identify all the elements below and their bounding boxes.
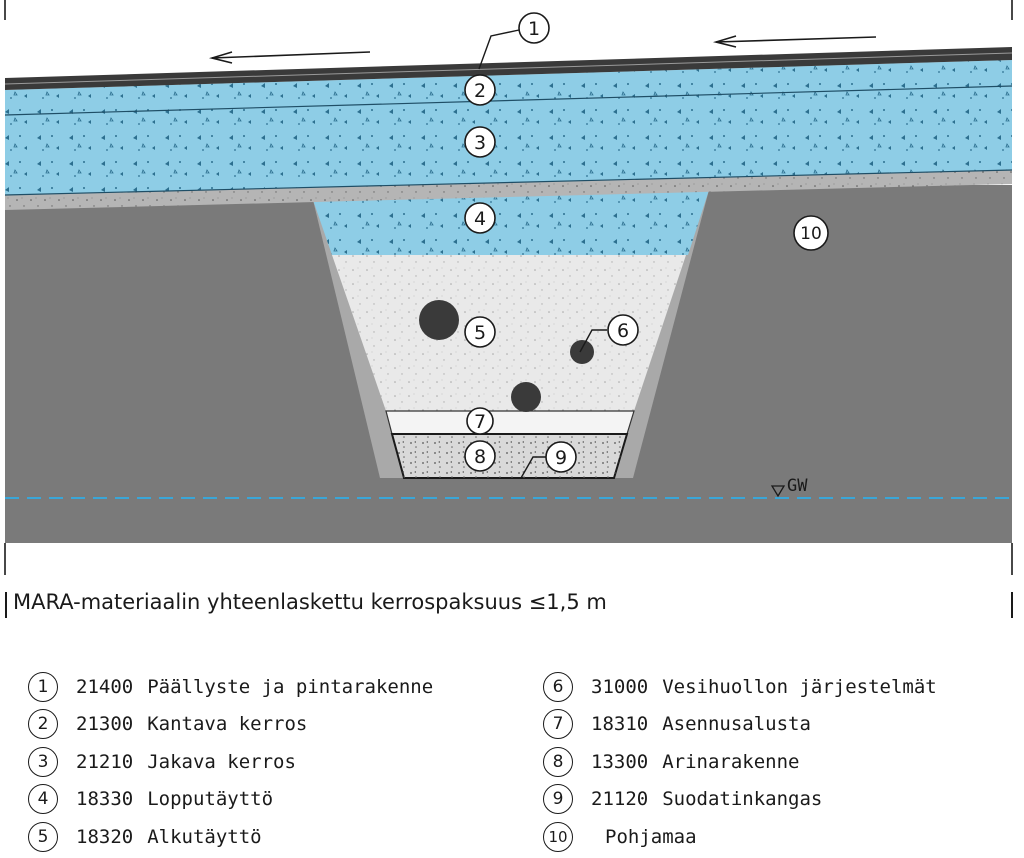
pipe-large bbox=[419, 300, 459, 340]
legend-code: 13300 bbox=[591, 750, 649, 773]
legend-number: 7 bbox=[543, 709, 573, 740]
svg-text:9: 9 bbox=[555, 447, 567, 469]
legend-item: 8 13300 Arinarakenne bbox=[543, 743, 1013, 781]
legend-item: 6 31000 Vesihuollon järjestelmät bbox=[543, 668, 1013, 706]
legend-label: Arinarakenne bbox=[662, 750, 800, 773]
callout-3: 3 bbox=[464, 126, 496, 158]
legend-item: 4 18330 Lopputäyttö bbox=[28, 781, 498, 819]
legend-label: Päällyste ja pintarakenne bbox=[147, 675, 434, 698]
legend-code: 21400 bbox=[76, 675, 134, 698]
pipe-medium bbox=[511, 382, 541, 412]
caption-right-tick bbox=[1011, 592, 1013, 618]
legend-number: 6 bbox=[543, 671, 573, 702]
legend-left-column: 1 21400 Päällyste ja pintarakenne 2 2130… bbox=[28, 668, 498, 856]
svg-text:8: 8 bbox=[474, 446, 486, 468]
svg-text:1: 1 bbox=[528, 18, 540, 40]
legend-item: 9 21120 Suodatinkangas bbox=[543, 781, 1013, 819]
legend-item: 7 18310 Asennusalusta bbox=[543, 706, 1013, 744]
caption-text: MARA-materiaalin yhteenlaskettu kerrospa… bbox=[13, 590, 607, 614]
svg-text:7: 7 bbox=[474, 411, 486, 433]
left-arrow-icon bbox=[712, 35, 877, 48]
legend-label: Vesihuollon järjestelmät bbox=[662, 675, 937, 698]
legend-number: 9 bbox=[543, 784, 573, 815]
legend-item: 3 21210 Jakava kerros bbox=[28, 743, 498, 781]
legend-right-column: 6 31000 Vesihuollon järjestelmät 7 18310… bbox=[543, 668, 1013, 856]
callout-1: 1 bbox=[518, 12, 550, 44]
legend-number: 4 bbox=[28, 784, 58, 815]
svg-text:6: 6 bbox=[617, 320, 629, 342]
legend-label: Alkutäyttö bbox=[147, 825, 262, 848]
left-arrow-icon bbox=[208, 51, 371, 64]
svg-text:4: 4 bbox=[474, 208, 486, 230]
road-cross-section-diagram: GW 1 2 3 4 5 6 7 8 9 10 bbox=[4, 0, 1013, 575]
legend-item: 5 18320 Alkutäyttö bbox=[28, 818, 498, 856]
legend-label: Kantava kerros bbox=[147, 713, 308, 736]
groundwater-label: GW bbox=[787, 476, 808, 496]
svg-text:10: 10 bbox=[800, 224, 822, 244]
legend-code: 18310 bbox=[591, 713, 649, 736]
legend-code: 21120 bbox=[591, 788, 649, 811]
callout-4: 4 bbox=[464, 202, 496, 234]
callout-9: 9 bbox=[545, 441, 577, 473]
legend-item: 10 Pohjamaa bbox=[543, 818, 1013, 856]
svg-text:5: 5 bbox=[474, 322, 486, 344]
callout-5: 5 bbox=[464, 316, 496, 348]
callout-10: 10 bbox=[793, 215, 829, 251]
legend-label: Jakava kerros bbox=[147, 750, 296, 773]
legend-item: 2 21300 Kantava kerros bbox=[28, 706, 498, 744]
legend-number: 10 bbox=[543, 821, 573, 852]
legend-label: Asennusalusta bbox=[662, 713, 811, 736]
legend-number: 8 bbox=[543, 746, 573, 777]
legend-number: 5 bbox=[28, 821, 58, 852]
legend-code: 18330 bbox=[76, 788, 134, 811]
callout-2: 2 bbox=[464, 74, 496, 106]
legend-code: 18320 bbox=[76, 825, 134, 848]
legend-number: 1 bbox=[28, 671, 58, 702]
legend-number: 2 bbox=[28, 709, 58, 740]
legend-code: 21210 bbox=[76, 750, 134, 773]
legend-code: 31000 bbox=[591, 675, 649, 698]
groundwater-triangle-icon bbox=[770, 485, 786, 498]
legend-label: Lopputäyttö bbox=[147, 788, 274, 811]
pipe-small bbox=[570, 340, 594, 364]
installation-bed-layer bbox=[385, 410, 635, 435]
callout-7: 7 bbox=[466, 407, 494, 435]
legend-code: 21300 bbox=[76, 713, 134, 736]
legend-item: 1 21400 Päällyste ja pintarakenne bbox=[28, 668, 498, 706]
callout-6: 6 bbox=[607, 314, 639, 346]
legend-number: 3 bbox=[28, 746, 58, 777]
legend-label: Pohjamaa bbox=[605, 825, 697, 848]
legend-label: Suodatinkangas bbox=[662, 788, 823, 811]
caption-left-tick bbox=[5, 592, 7, 618]
svg-text:3: 3 bbox=[474, 132, 486, 154]
svg-text:2: 2 bbox=[474, 80, 486, 102]
callout-8: 8 bbox=[464, 440, 496, 472]
